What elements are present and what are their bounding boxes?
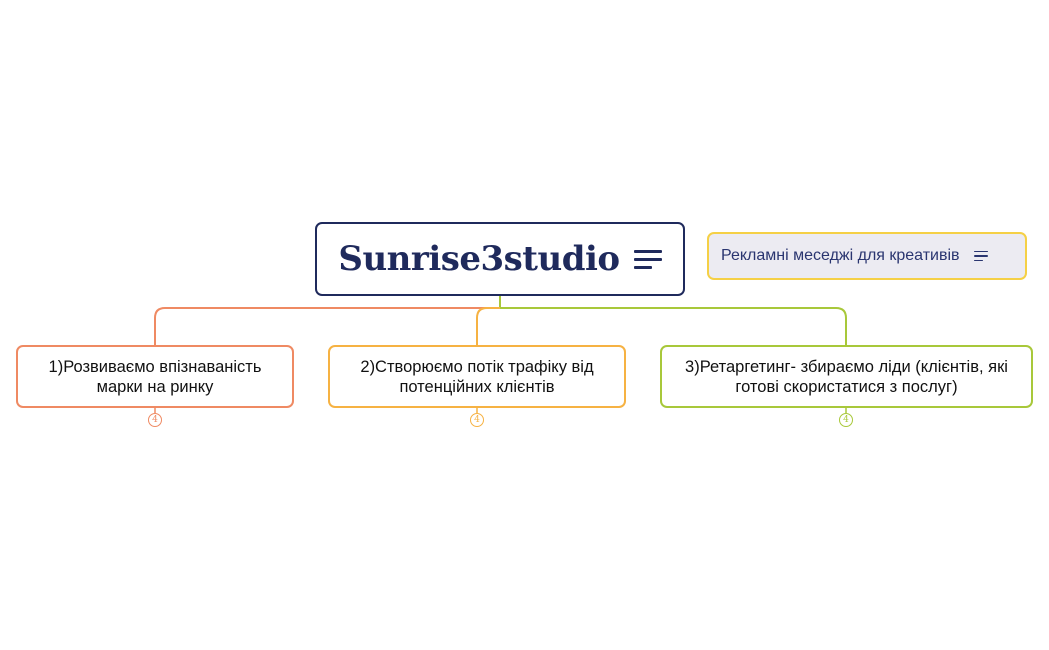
floating-topic-callout[interactable]: Рекламні меседжі для креативів	[707, 232, 1027, 280]
callout-text: Рекламні меседжі для креативів	[721, 247, 960, 264]
main-topic-2-text: 2)Створюємо потік трафіку від потенційни…	[360, 357, 594, 396]
branch-line-topic-3	[500, 307, 847, 345]
collapsed-count-badge-1[interactable]: 4	[148, 413, 162, 427]
branch-line-topic-1	[154, 307, 500, 345]
notes-icon[interactable]	[633, 249, 662, 269]
main-topic-3[interactable]: 3)Ретаргетинг- збираємо ліди (клієнтів, …	[660, 345, 1033, 408]
main-topic-1-text: 1)Розвиваємо впізнаваність марки на ринк…	[48, 357, 262, 396]
central-topic[interactable]: Sunrise3studio	[315, 222, 685, 296]
main-topic-3-text: 3)Ретаргетинг- збираємо ліди (клієнтів, …	[685, 357, 1008, 396]
collapsed-count-badge-3[interactable]: 4	[839, 413, 853, 427]
notes-icon[interactable]	[973, 250, 988, 262]
central-topic-title: Sunrise3studio	[338, 239, 620, 279]
main-topic-2[interactable]: 2)Створюємо потік трафіку від потенційни…	[328, 345, 626, 408]
branch-line-topic-2	[476, 307, 500, 345]
collapsed-count-badge-2[interactable]: 4	[470, 413, 484, 427]
main-topic-1[interactable]: 1)Розвиваємо впізнаваність марки на ринк…	[16, 345, 294, 408]
